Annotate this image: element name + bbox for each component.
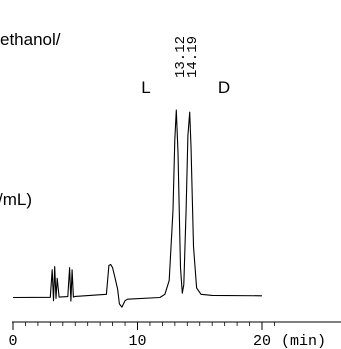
peak-label-L: L (141, 78, 150, 97)
text-fragment-top: ethanol/ (0, 30, 61, 49)
x-axis-label: (min) (281, 333, 326, 349)
retention-time-label-L: 13.12 (173, 36, 189, 78)
x-tick-label-20: 20 (253, 333, 271, 349)
text-fragment-middle: /mL) (0, 190, 32, 209)
x-tick-label-10: 10 (128, 333, 146, 349)
peak-label-D: D (218, 78, 230, 97)
chromatogram-trace (12, 109, 263, 308)
x-tick-label-0: 0 (8, 333, 17, 349)
retention-time-label-D: 14.19 (185, 36, 201, 78)
